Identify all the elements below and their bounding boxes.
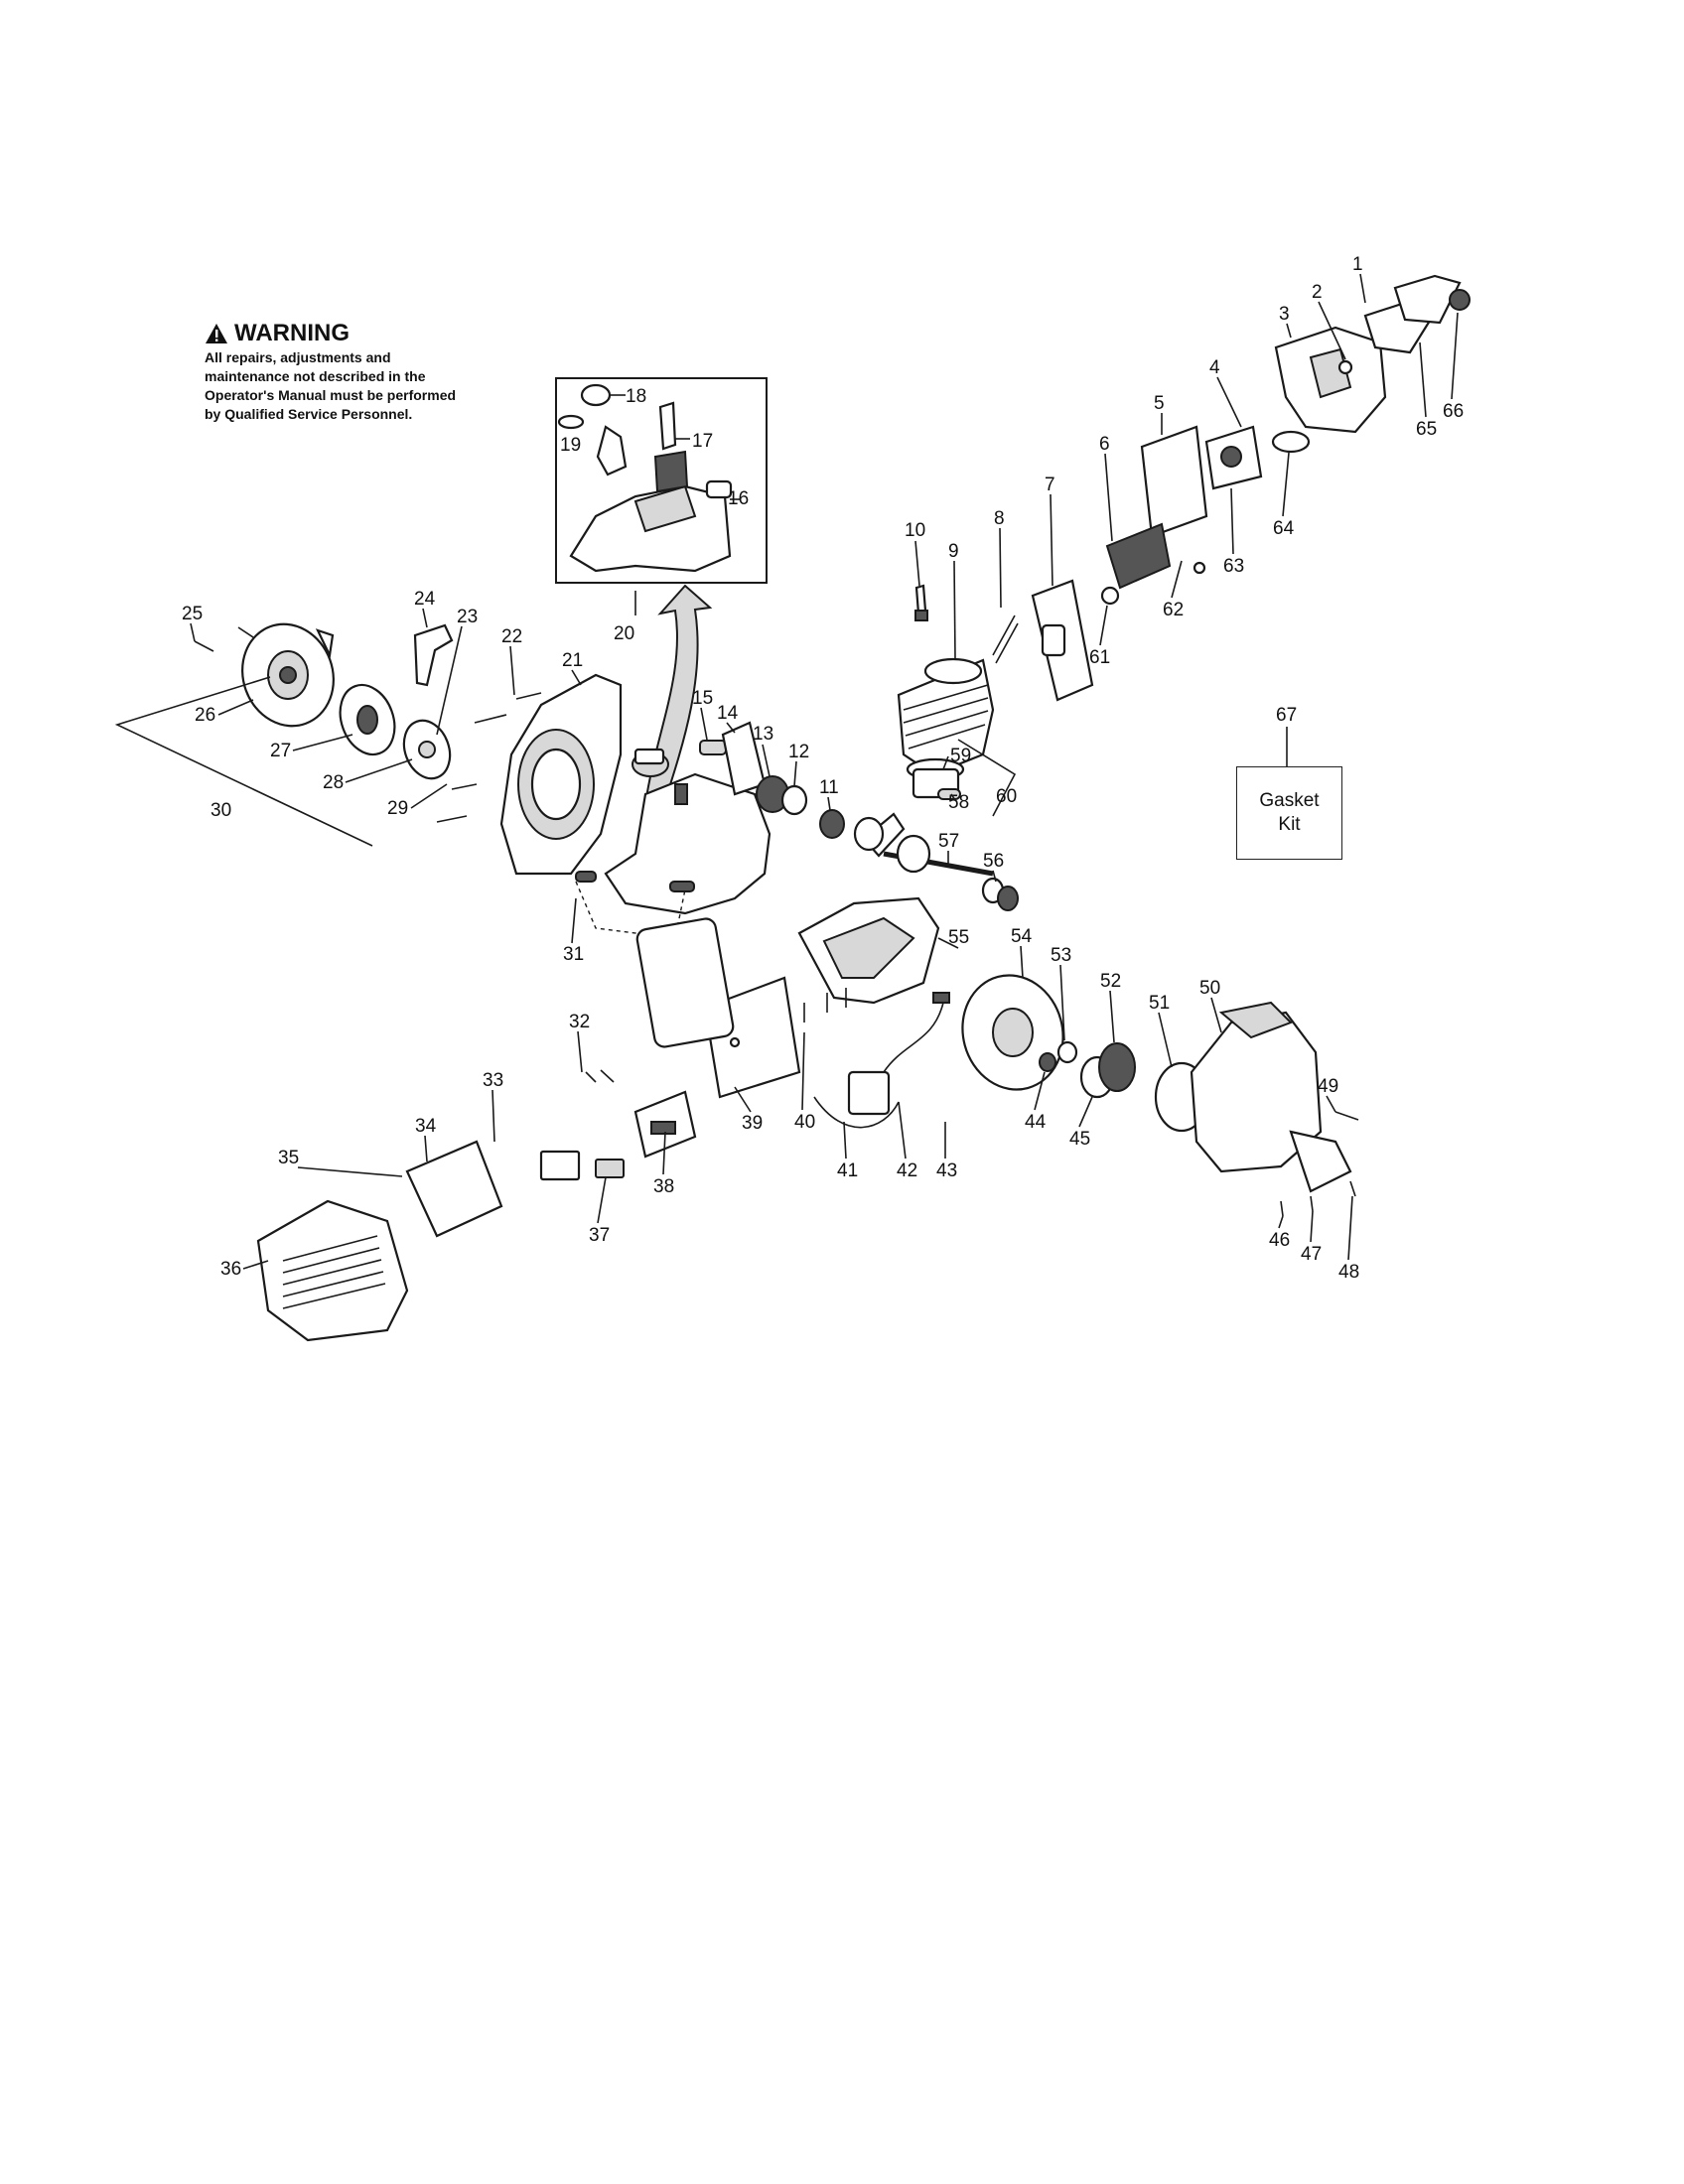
callout-63: 63 — [1223, 556, 1244, 577]
callout-17: 17 — [692, 431, 713, 452]
callout-12: 12 — [788, 742, 809, 762]
warning-notice: WARNING All repairs, adjustments and mai… — [205, 321, 463, 424]
callout-26: 26 — [195, 705, 215, 726]
callout-5: 5 — [1154, 393, 1165, 414]
callout-50: 50 — [1199, 978, 1220, 999]
gasket-kit-box: Gasket Kit — [1236, 766, 1342, 860]
callout-24: 24 — [414, 589, 436, 610]
flywheel — [961, 974, 1064, 1091]
callout-46: 46 — [1269, 1230, 1290, 1251]
callout-65: 65 — [1416, 419, 1437, 440]
callout-labels: 1 2 3 4 5 6 7 8 9 10 11 12 13 14 15 16 1… — [182, 254, 1464, 1283]
fuel-tank-inset — [555, 377, 768, 584]
callout-13: 13 — [753, 724, 773, 745]
callout-64: 64 — [1273, 518, 1295, 539]
callout-57: 57 — [938, 831, 959, 852]
callout-33: 33 — [483, 1070, 503, 1091]
callout-32: 32 — [569, 1012, 590, 1032]
callout-9: 9 — [948, 541, 959, 562]
callout-45: 45 — [1069, 1129, 1090, 1150]
callout-42: 42 — [897, 1160, 917, 1181]
callout-67: 67 — [1276, 705, 1297, 726]
callout-6: 6 — [1099, 434, 1110, 455]
crankcase — [797, 896, 940, 1005]
fuel-tank — [604, 748, 772, 915]
callout-4: 4 — [1209, 357, 1220, 378]
engine-housing — [499, 673, 623, 876]
callout-49: 49 — [1318, 1076, 1338, 1097]
callout-25: 25 — [182, 604, 203, 624]
callout-21: 21 — [562, 650, 583, 671]
callout-66: 66 — [1443, 401, 1464, 422]
callout-53: 53 — [1051, 945, 1071, 966]
callout-56: 56 — [983, 851, 1004, 872]
callout-3: 3 — [1279, 304, 1290, 325]
callout-2: 2 — [1312, 282, 1323, 303]
cylinder — [897, 657, 995, 776]
callout-22: 22 — [501, 626, 522, 647]
callout-52: 52 — [1100, 971, 1121, 992]
callout-19: 19 — [560, 435, 581, 456]
warning-body: All repairs, adjustments and maintenance… — [205, 349, 457, 422]
callout-27: 27 — [270, 741, 291, 761]
callout-40: 40 — [794, 1112, 815, 1133]
callout-1: 1 — [1352, 254, 1363, 275]
callout-20: 20 — [614, 623, 634, 644]
callout-43: 43 — [936, 1160, 957, 1181]
callout-30: 30 — [210, 800, 231, 821]
callout-37: 37 — [589, 1225, 610, 1246]
callout-47: 47 — [1301, 1244, 1322, 1265]
callout-31: 31 — [563, 944, 584, 965]
callout-51: 51 — [1149, 993, 1170, 1014]
callout-54: 54 — [1011, 926, 1033, 947]
warning-title-text: WARNING — [234, 320, 350, 346]
warning-title: WARNING — [205, 321, 463, 346]
callout-15: 15 — [692, 688, 713, 709]
starter-housing — [241, 622, 335, 728]
callout-55: 55 — [948, 927, 969, 948]
callout-39: 39 — [742, 1113, 763, 1134]
callout-10: 10 — [905, 520, 925, 541]
callout-34: 34 — [415, 1116, 437, 1137]
callout-18: 18 — [626, 386, 646, 407]
callout-16: 16 — [728, 488, 749, 509]
callout-48: 48 — [1338, 1262, 1359, 1283]
callout-41: 41 — [837, 1160, 858, 1181]
callout-23: 23 — [457, 607, 478, 627]
callout-29: 29 — [387, 798, 408, 819]
callout-28: 28 — [323, 772, 344, 793]
callout-62: 62 — [1163, 600, 1184, 620]
callout-7: 7 — [1045, 475, 1055, 495]
callout-59: 59 — [950, 746, 971, 766]
callout-61: 61 — [1089, 647, 1110, 668]
callout-44: 44 — [1025, 1112, 1047, 1133]
callout-14: 14 — [717, 703, 739, 724]
callout-8: 8 — [994, 508, 1005, 529]
callout-11: 11 — [819, 777, 839, 798]
callout-36: 36 — [220, 1259, 241, 1280]
warning-triangle-icon — [206, 324, 227, 343]
callout-35: 35 — [278, 1148, 299, 1168]
callout-60: 60 — [996, 786, 1017, 807]
gasket-kit-label: Gasket Kit — [1259, 790, 1320, 835]
callout-38: 38 — [653, 1176, 674, 1197]
